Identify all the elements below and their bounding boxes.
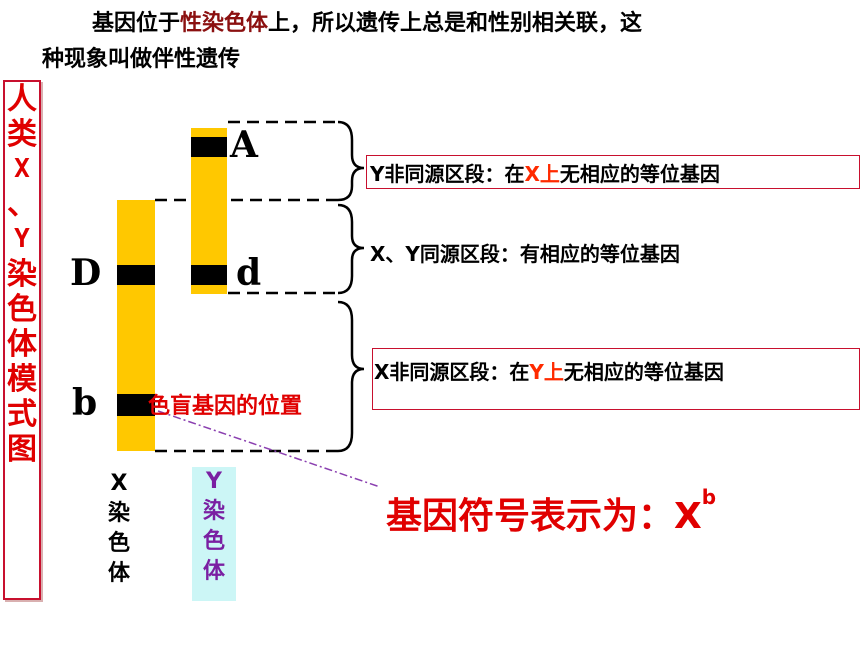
- gene-symbol-text: 基因符号表示为：Xb: [386, 485, 717, 537]
- vertical-title-char: 、: [7, 187, 37, 222]
- gene-band-d: [191, 265, 227, 285]
- vertical-title-char: 类: [7, 117, 37, 152]
- colorblind-gene-label: 色盲基因的位置: [148, 394, 303, 419]
- vertical-title-char: 体: [7, 327, 37, 362]
- vertical-title-char: 模: [7, 362, 37, 397]
- vertical-title-char: 色: [7, 292, 37, 327]
- vertical-title-char: Y: [14, 224, 30, 254]
- gene-band-D: [117, 265, 155, 285]
- region-label-y-nonhomologous: Y非同源区段：在X上无相应的等位基因: [370, 162, 720, 186]
- gene-label-D: D: [70, 252, 102, 294]
- intro-line-2: 种现象叫做伴性遗传: [42, 47, 241, 72]
- sex-chromosome-highlight: 性染色体: [180, 11, 269, 36]
- intro-line-1: 基因位于性染色体上，所以遗传上总是和性别相关联，这: [92, 11, 643, 36]
- gene-symbol-superscript: b: [701, 485, 717, 509]
- vertical-title-char: 图: [7, 432, 37, 467]
- gene-label-d: d: [236, 252, 262, 294]
- gene-band-A: [191, 137, 227, 157]
- vertical-title-char: X: [14, 154, 30, 184]
- intro-text: 基因位于性染色体上，所以遗传上总是和性别相关联，这 种现象叫做伴性遗传: [42, 6, 842, 78]
- vertical-title-char: 式: [7, 397, 37, 432]
- gene-band-b: [117, 394, 155, 416]
- pointer-line: [157, 410, 381, 488]
- vertical-title-char: 人: [7, 82, 37, 117]
- brace-y-nonhomologous: [337, 120, 365, 202]
- brace-xy-homologous: [337, 203, 365, 295]
- region-label-xy-homologous: X、Y同源区段：有相应的等位基因: [370, 242, 680, 266]
- vertical-title-char: 染: [7, 257, 37, 292]
- brace-x-nonhomologous: [337, 300, 365, 453]
- gene-label-b: b: [72, 382, 98, 424]
- gene-label-A: A: [230, 124, 258, 166]
- region-label-x-nonhomologous: X非同源区段：在Y上无相应的等位基因: [374, 360, 724, 384]
- vertical-title: 人 类 X 、 Y 染 色 体 模 式 图: [3, 80, 41, 600]
